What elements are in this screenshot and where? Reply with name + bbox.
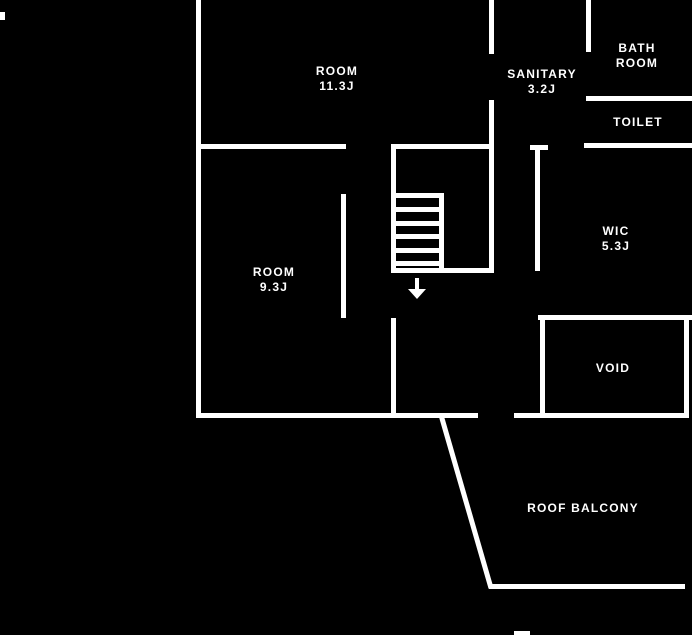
wall-bottom-right	[514, 413, 689, 418]
wall-wic-left	[535, 145, 540, 271]
wall-void-left	[540, 318, 545, 418]
room-area: 3.2J	[527, 82, 557, 96]
room-name: VOID	[595, 361, 631, 375]
stairs-down-arrow-head-icon	[408, 289, 426, 299]
room-name: BATH	[618, 41, 656, 55]
room-name: SANITARY	[507, 67, 577, 81]
room-name: ROOM	[615, 56, 659, 70]
edge-mark-top-left	[0, 12, 5, 20]
room-area: 5.3J	[601, 239, 631, 253]
stair-tread	[396, 248, 439, 253]
wall-toilet-bottom	[584, 143, 692, 148]
room-label-sanitary: SANITARY 3.2J	[507, 67, 577, 97]
wall-stair-top	[391, 144, 494, 149]
room-label-wic: WIC 5.3J	[602, 224, 630, 254]
wall-bottom-left	[196, 413, 478, 418]
stair-tread	[396, 207, 439, 212]
stair-tread	[396, 193, 444, 198]
stair-divider	[439, 193, 444, 273]
stair-tread	[396, 234, 439, 239]
wall-room93-right	[341, 194, 346, 318]
wall-stair-left	[391, 144, 396, 272]
room-label-room-9-3j: ROOM 9.3J	[253, 265, 295, 295]
room-label-room-11-3j: ROOM 11.3J	[316, 64, 358, 94]
room-name: ROOM	[315, 64, 359, 78]
room-area: 11.3J	[319, 79, 355, 93]
wall-hall-lower-left	[391, 318, 396, 418]
room-area: 9.3J	[259, 280, 289, 294]
room-label-void: VOID	[596, 361, 630, 376]
room-name: TOILET	[613, 115, 663, 129]
room-name: ROOF BALCONY	[527, 501, 639, 515]
room-name: ROOM	[252, 265, 296, 279]
stair-tread	[396, 221, 439, 226]
wall-sanitary-left-upper	[489, 0, 494, 54]
wall-stair-right	[489, 100, 494, 272]
wall-wic-bottom	[538, 315, 692, 320]
room-label-bathroom: BATH ROOM	[616, 41, 658, 71]
stairs-down-arrow-icon	[415, 278, 419, 290]
room-label-toilet: TOILET	[613, 115, 663, 130]
edge-mark-bottom	[514, 631, 530, 635]
wall-bath-left	[586, 0, 591, 52]
wall-rooms-divider	[196, 144, 346, 149]
wall-bath-toilet-divider	[586, 96, 692, 101]
wall-wic-left-cap	[530, 145, 548, 150]
room-name: WIC	[602, 224, 630, 238]
wall-balcony-bottom	[489, 584, 685, 589]
wall-void-right	[684, 318, 689, 418]
wall-left-boundary	[196, 0, 201, 418]
stair-tread	[396, 261, 439, 266]
room-label-roof-balcony: ROOF BALCONY	[527, 501, 639, 516]
